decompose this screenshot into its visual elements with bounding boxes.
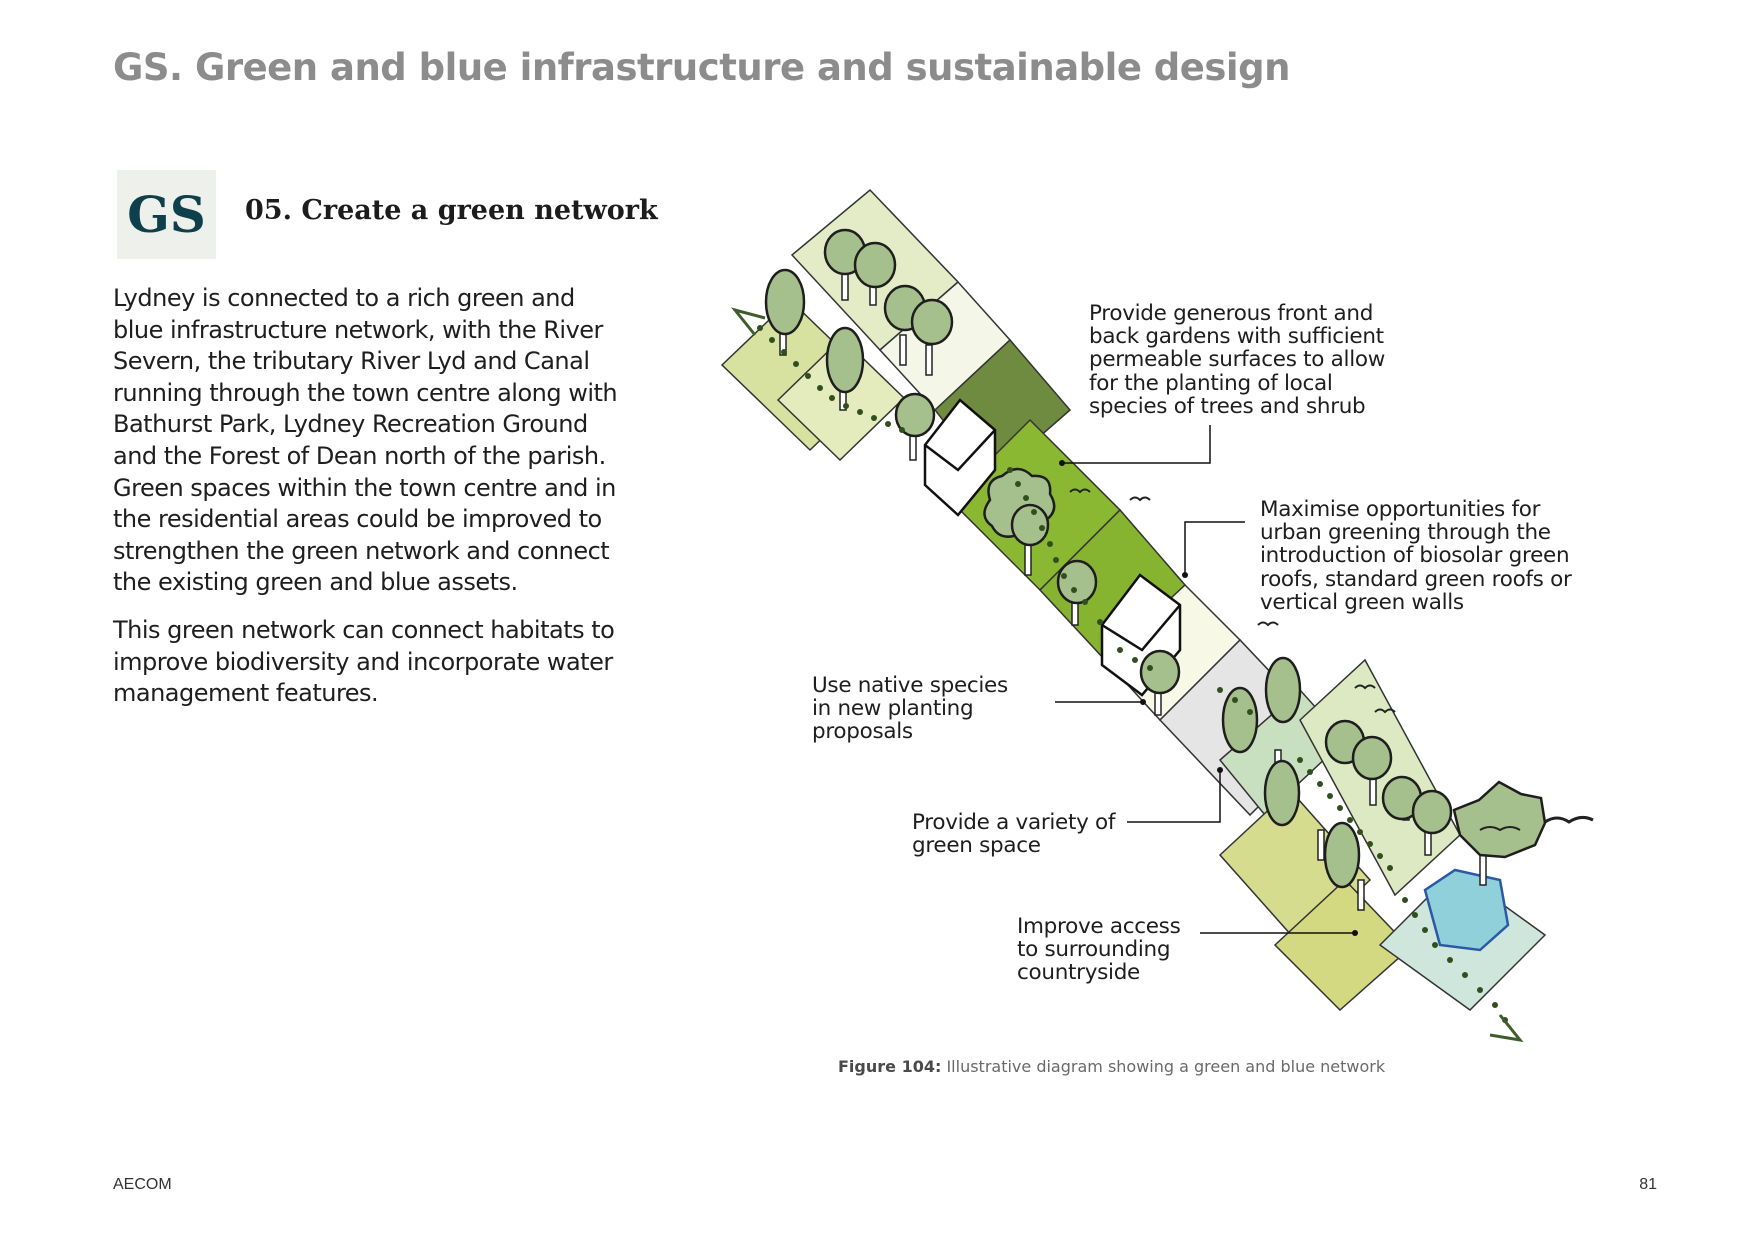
body-paragraph: This green network can connect habitats … [113,616,615,708]
green-corridor-path [757,325,1508,1023]
page-number: 81 [1639,1176,1657,1193]
callout-native-species: Use native species in new planting propo… [812,673,1008,745]
bird-silhouettes [1069,488,1594,832]
path-arrow-end [1489,1014,1524,1043]
path-arrow-start [730,307,766,336]
figure-caption-label: Figure 104: [838,1057,942,1076]
figure-caption: Figure 104: Illustrative diagram showing… [838,1057,1385,1076]
page-title: GS. Green and blue infrastructure and su… [113,46,1290,89]
callout-green-roofs: Maximise opportunities for urban greenin… [1260,497,1572,615]
section-badge: GS [117,170,216,259]
badge-text: GS [127,185,206,244]
callout-dots [1059,460,1358,936]
trees [764,228,1547,889]
section-heading: 05. Create a green network [245,195,658,226]
figure-caption-text: Illustrative diagram showing a green and… [941,1057,1386,1076]
callout-leaders [1055,425,1355,934]
body-paragraph: Lydney is connected to a rich green and … [113,284,618,597]
callout-gardens: Provide generous front and back gardens … [1089,301,1386,419]
footer-company: AECOM [113,1176,172,1193]
callout-countryside-access: Improve access to surrounding countrysid… [1017,914,1181,986]
callout-green-space-variety: Provide a variety of green space [912,810,1116,859]
pond-shape [1423,868,1510,952]
